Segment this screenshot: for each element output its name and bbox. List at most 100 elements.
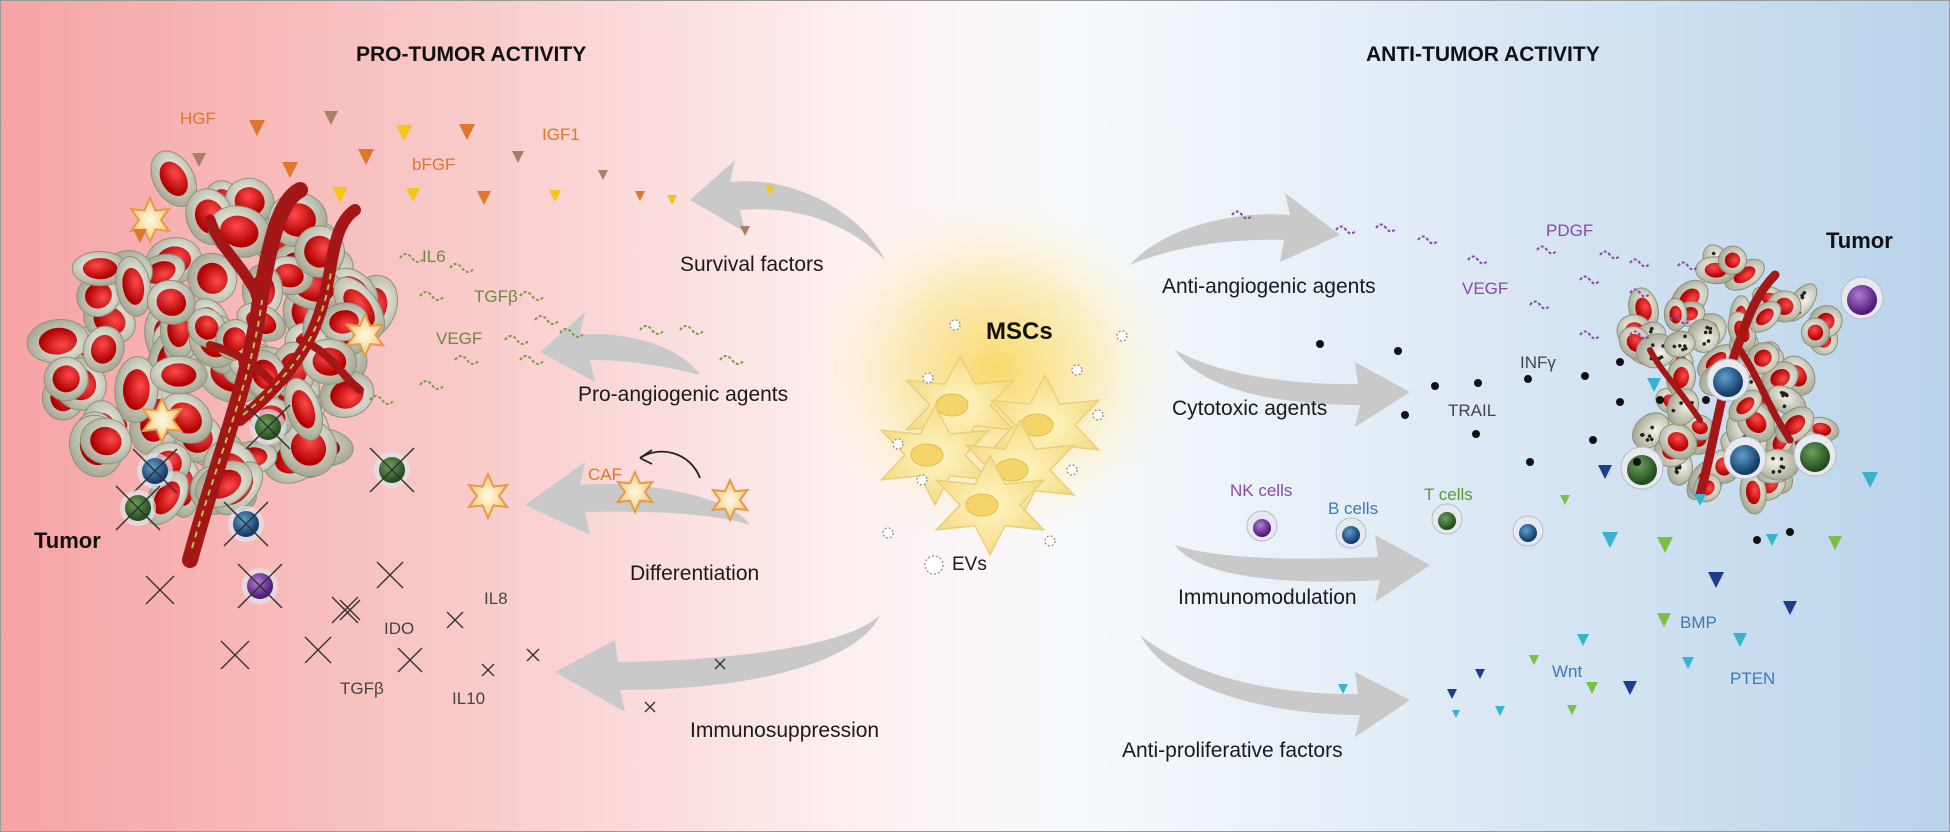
x-mark [132, 448, 178, 494]
factor-squiggle [1629, 288, 1651, 298]
left-tumor-label: Tumor [34, 528, 101, 553]
tumor-cell [284, 377, 323, 441]
factor-squiggle [1579, 275, 1601, 285]
factor-triangle [282, 162, 298, 178]
cytotoxic-dot [1753, 536, 1761, 544]
cytotoxic-dot [1786, 528, 1794, 536]
factor-triangle [324, 111, 338, 125]
factor-pdgf: PDGF [1546, 221, 1594, 240]
factor-triangle [1495, 706, 1505, 716]
factor-triangle [549, 190, 561, 202]
immune-cell [1800, 442, 1830, 472]
left-tumor-stars [128, 195, 750, 523]
factor-triangle [635, 191, 645, 201]
factor-squiggle [1335, 225, 1357, 235]
arrow-immunosuppression [555, 615, 880, 712]
pro-tumor-heading: PRO-TUMOR ACTIVITY [356, 43, 587, 66]
cytotoxic-dot [1633, 458, 1641, 466]
x-mark [397, 647, 423, 673]
caf-label: CAF [588, 465, 622, 484]
left-tumor-immune-cells [115, 404, 726, 713]
immune-cell [1730, 445, 1760, 475]
ev-vesicle [882, 527, 894, 539]
arrow-immunomodulation [1175, 535, 1430, 602]
factor-pten: PTEN [1730, 669, 1776, 688]
ev-vesicle [916, 474, 928, 486]
factor-triangle [1657, 613, 1671, 627]
caf-star [128, 195, 172, 245]
factor-triangle [1783, 601, 1797, 615]
caf-star [615, 469, 655, 515]
factor-triangle [1447, 689, 1457, 699]
msc-cells [879, 319, 1128, 575]
factor-triangle [1733, 633, 1747, 647]
tumor-cell [150, 150, 197, 207]
factor-vegf-purple: VEGF [1462, 279, 1509, 298]
ev-vesicle [892, 438, 904, 450]
t-cells-label: T cells [1424, 485, 1473, 504]
tumor-cell [1746, 342, 1780, 375]
anti-arrows [1130, 193, 1430, 737]
ev-vesicle [1116, 330, 1128, 342]
immune-cell [1342, 526, 1360, 544]
factor-il6: IL6 [422, 247, 446, 266]
cytotoxic-dot [1524, 375, 1532, 383]
factor-bfgf: bFGF [412, 155, 456, 174]
x-mark [331, 596, 359, 624]
factor-hgf: HGF [180, 109, 216, 128]
cytotoxic-dot [1702, 396, 1710, 404]
tumor-cell [1739, 470, 1767, 515]
immune-cell [1627, 455, 1657, 485]
x-mark [245, 404, 291, 450]
factor-infg: INFγ [1520, 353, 1556, 372]
ev-vesicle [1092, 409, 1104, 421]
x-mark [237, 563, 283, 609]
tumor-cell [1663, 330, 1696, 358]
factor-triangle [1647, 378, 1661, 392]
factor-triangle [1682, 657, 1694, 669]
factor-triangle [477, 191, 491, 205]
arrow-anti-angiogenic [1130, 193, 1340, 265]
x-mark [145, 575, 175, 605]
x-mark [304, 636, 332, 664]
tumor-cell [26, 319, 90, 364]
factor-triangle [1586, 682, 1598, 694]
factor-triangle [667, 195, 677, 205]
arrow-angiogenic [540, 312, 700, 382]
cytotoxic-dot [1581, 372, 1589, 380]
factor-il10: IL10 [452, 689, 486, 708]
b-cells-label: B cells [1328, 499, 1379, 518]
factor-triangle [1598, 465, 1612, 479]
tumor-cell [1800, 317, 1830, 348]
factor-markers [133, 111, 1878, 718]
factor-triangle [332, 187, 348, 203]
factor-triangle [1577, 634, 1589, 646]
x-mark [714, 658, 726, 670]
factor-triangle [1529, 655, 1539, 665]
factor-vegf-green: VEGF [436, 329, 483, 348]
immune-cell [1847, 285, 1877, 315]
factor-triangle [1623, 681, 1637, 695]
tumor-cell [43, 356, 89, 402]
tumor-cell [115, 256, 152, 317]
ev-vesicle [949, 319, 961, 331]
factor-triangle [1452, 710, 1460, 718]
factor-squiggle [1536, 245, 1558, 255]
factor-squiggle [1629, 330, 1651, 340]
factor-triangle [249, 120, 265, 136]
factor-triangle [406, 188, 420, 202]
right-tumor-immune-cells [1246, 276, 1884, 549]
nk-cells-label: NK cells [1230, 481, 1293, 500]
cytotoxic-dot [1472, 430, 1480, 438]
factor-wnt: Wnt [1552, 662, 1583, 681]
survival-factors-label: Survival factors [680, 253, 824, 276]
tumor-cell [146, 279, 196, 325]
factor-triangle [1338, 684, 1348, 694]
ev-vesicle [1071, 364, 1083, 376]
immune-cell [1438, 512, 1456, 530]
arrow-survival [690, 160, 885, 260]
tumor-cell [279, 418, 338, 478]
cytotoxic-dot [1526, 458, 1534, 466]
msc-star [710, 477, 750, 523]
